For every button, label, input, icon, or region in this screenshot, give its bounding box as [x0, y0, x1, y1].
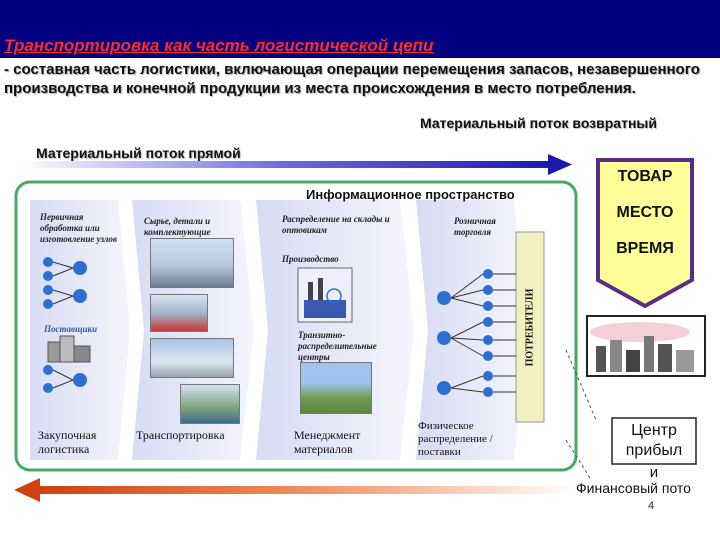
- airplane-photo: [150, 338, 234, 378]
- goods-place-time-badge: [596, 158, 694, 309]
- physical-distribution-label: Физическое распределение /поставки: [418, 420, 493, 458]
- slide-title: Транспортировка как часть логистической …: [4, 36, 434, 55]
- consumers-label-wrap: ПОТРЕБИТЕЛИ: [516, 232, 544, 422]
- stage-transit-label: Транзитно-распределительные центры: [298, 330, 377, 362]
- supplier-nodes: [43, 257, 87, 393]
- profit-line-4: Финансовый пото: [576, 480, 691, 496]
- truck-photo: [150, 238, 234, 288]
- stage-production-label: Производство: [282, 254, 339, 264]
- title-bar: [0, 0, 720, 58]
- reverse-flow-label: Материальный поток возвратный: [420, 115, 657, 131]
- port-cranes-photo: [150, 294, 208, 332]
- stage-retail-label: Розничная торговля: [454, 216, 496, 237]
- definition-text: - составная часть логистики, включающая …: [4, 61, 700, 97]
- reverse-flow-arrow: [14, 478, 578, 502]
- direct-flow-label: Материальный поток прямой: [36, 145, 241, 161]
- consumers-label: ПОТРЕБИТЕЛИ: [524, 288, 536, 366]
- direct-flow-arrow: [20, 154, 572, 175]
- supplier-building-icon: [47, 335, 91, 363]
- stage-primary-label: Первичная обработка или изготовление узл…: [40, 212, 117, 244]
- city-icon: [586, 315, 706, 377]
- train-photo: [180, 384, 240, 424]
- distribution-nodes: [437, 269, 516, 397]
- profit-line-3: и: [649, 464, 659, 481]
- profit-line-2: прибыл: [625, 442, 683, 459]
- profit-line-1: Центр: [631, 422, 677, 439]
- transportation-label: Транспортировка: [136, 428, 225, 442]
- warehouse-photo: [300, 362, 372, 414]
- materials-management-label: Менеджмент материалов: [294, 428, 361, 456]
- purchase-logistics-label: Закупочная логистика: [38, 428, 97, 456]
- stage-distribution-label: Распределение на склады и оптовикам: [282, 214, 390, 235]
- suppliers-label: Поставщики: [44, 324, 98, 334]
- page-number: 4: [648, 500, 655, 512]
- connector-line: [565, 439, 591, 479]
- badge-place: МЕСТО: [616, 204, 674, 221]
- factory-icon: [297, 267, 353, 323]
- badge-goods: ТОВАР: [617, 168, 673, 185]
- stage-raw-label: Сырье, детали и комплектующие: [144, 216, 211, 237]
- badge-time: ВРЕМЯ: [616, 240, 674, 257]
- consumers-bar: [515, 231, 545, 423]
- info-space-label: Информационное пространство: [306, 187, 515, 202]
- connector-line: [565, 349, 597, 421]
- profit-center-box: [611, 417, 697, 465]
